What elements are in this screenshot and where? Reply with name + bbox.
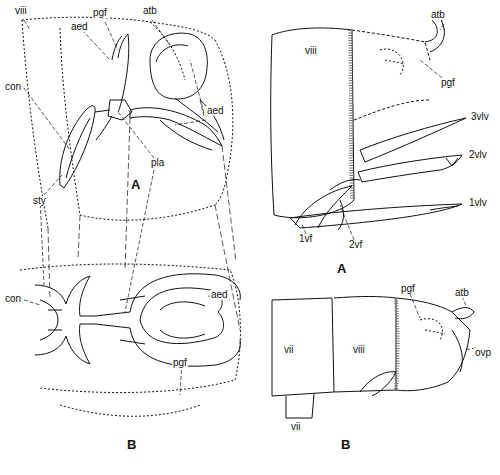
male-lateral	[22, 17, 233, 228]
part-label: viii	[352, 345, 366, 355]
figure-letter: A	[336, 262, 347, 275]
female-lateral	[271, 16, 466, 230]
leader-lines	[24, 20, 230, 395]
part-label: aed	[210, 290, 229, 300]
figure-letter: A	[130, 178, 141, 191]
part-label: vii	[283, 345, 294, 355]
part-label: aed	[70, 22, 89, 32]
part-label: ovp	[474, 348, 492, 358]
part-label: atb	[454, 288, 470, 298]
figure-letter: B	[340, 438, 351, 451]
part-label: con	[4, 294, 22, 304]
part-label: con	[4, 82, 22, 92]
part-label: 1vf	[298, 234, 313, 244]
part-label: 2vlv	[468, 150, 488, 160]
part-label: atb	[142, 6, 158, 16]
part-label: 2vf	[348, 240, 363, 250]
leader-lines-right-a	[302, 24, 444, 240]
part-label: pla	[150, 158, 165, 168]
figure-letter: B	[126, 438, 137, 451]
leader-lines-right-b	[410, 294, 476, 350]
part-label: sty	[32, 196, 47, 206]
part-label: viii	[14, 6, 28, 16]
part-label: aed	[206, 106, 225, 116]
part-label: atb	[430, 10, 446, 20]
part-label: 1vlv	[468, 198, 488, 208]
part-label: vii	[290, 422, 301, 432]
projection-lines	[48, 118, 240, 330]
part-label: pgf	[440, 78, 456, 88]
part-label: viii	[304, 46, 318, 56]
part-label: 3vlv	[470, 112, 490, 122]
part-label: pgf	[92, 8, 108, 18]
male-ventral	[20, 264, 240, 416]
female-abdomen	[272, 297, 474, 419]
part-label: pgf	[400, 284, 416, 294]
part-label: pgf	[172, 358, 188, 368]
